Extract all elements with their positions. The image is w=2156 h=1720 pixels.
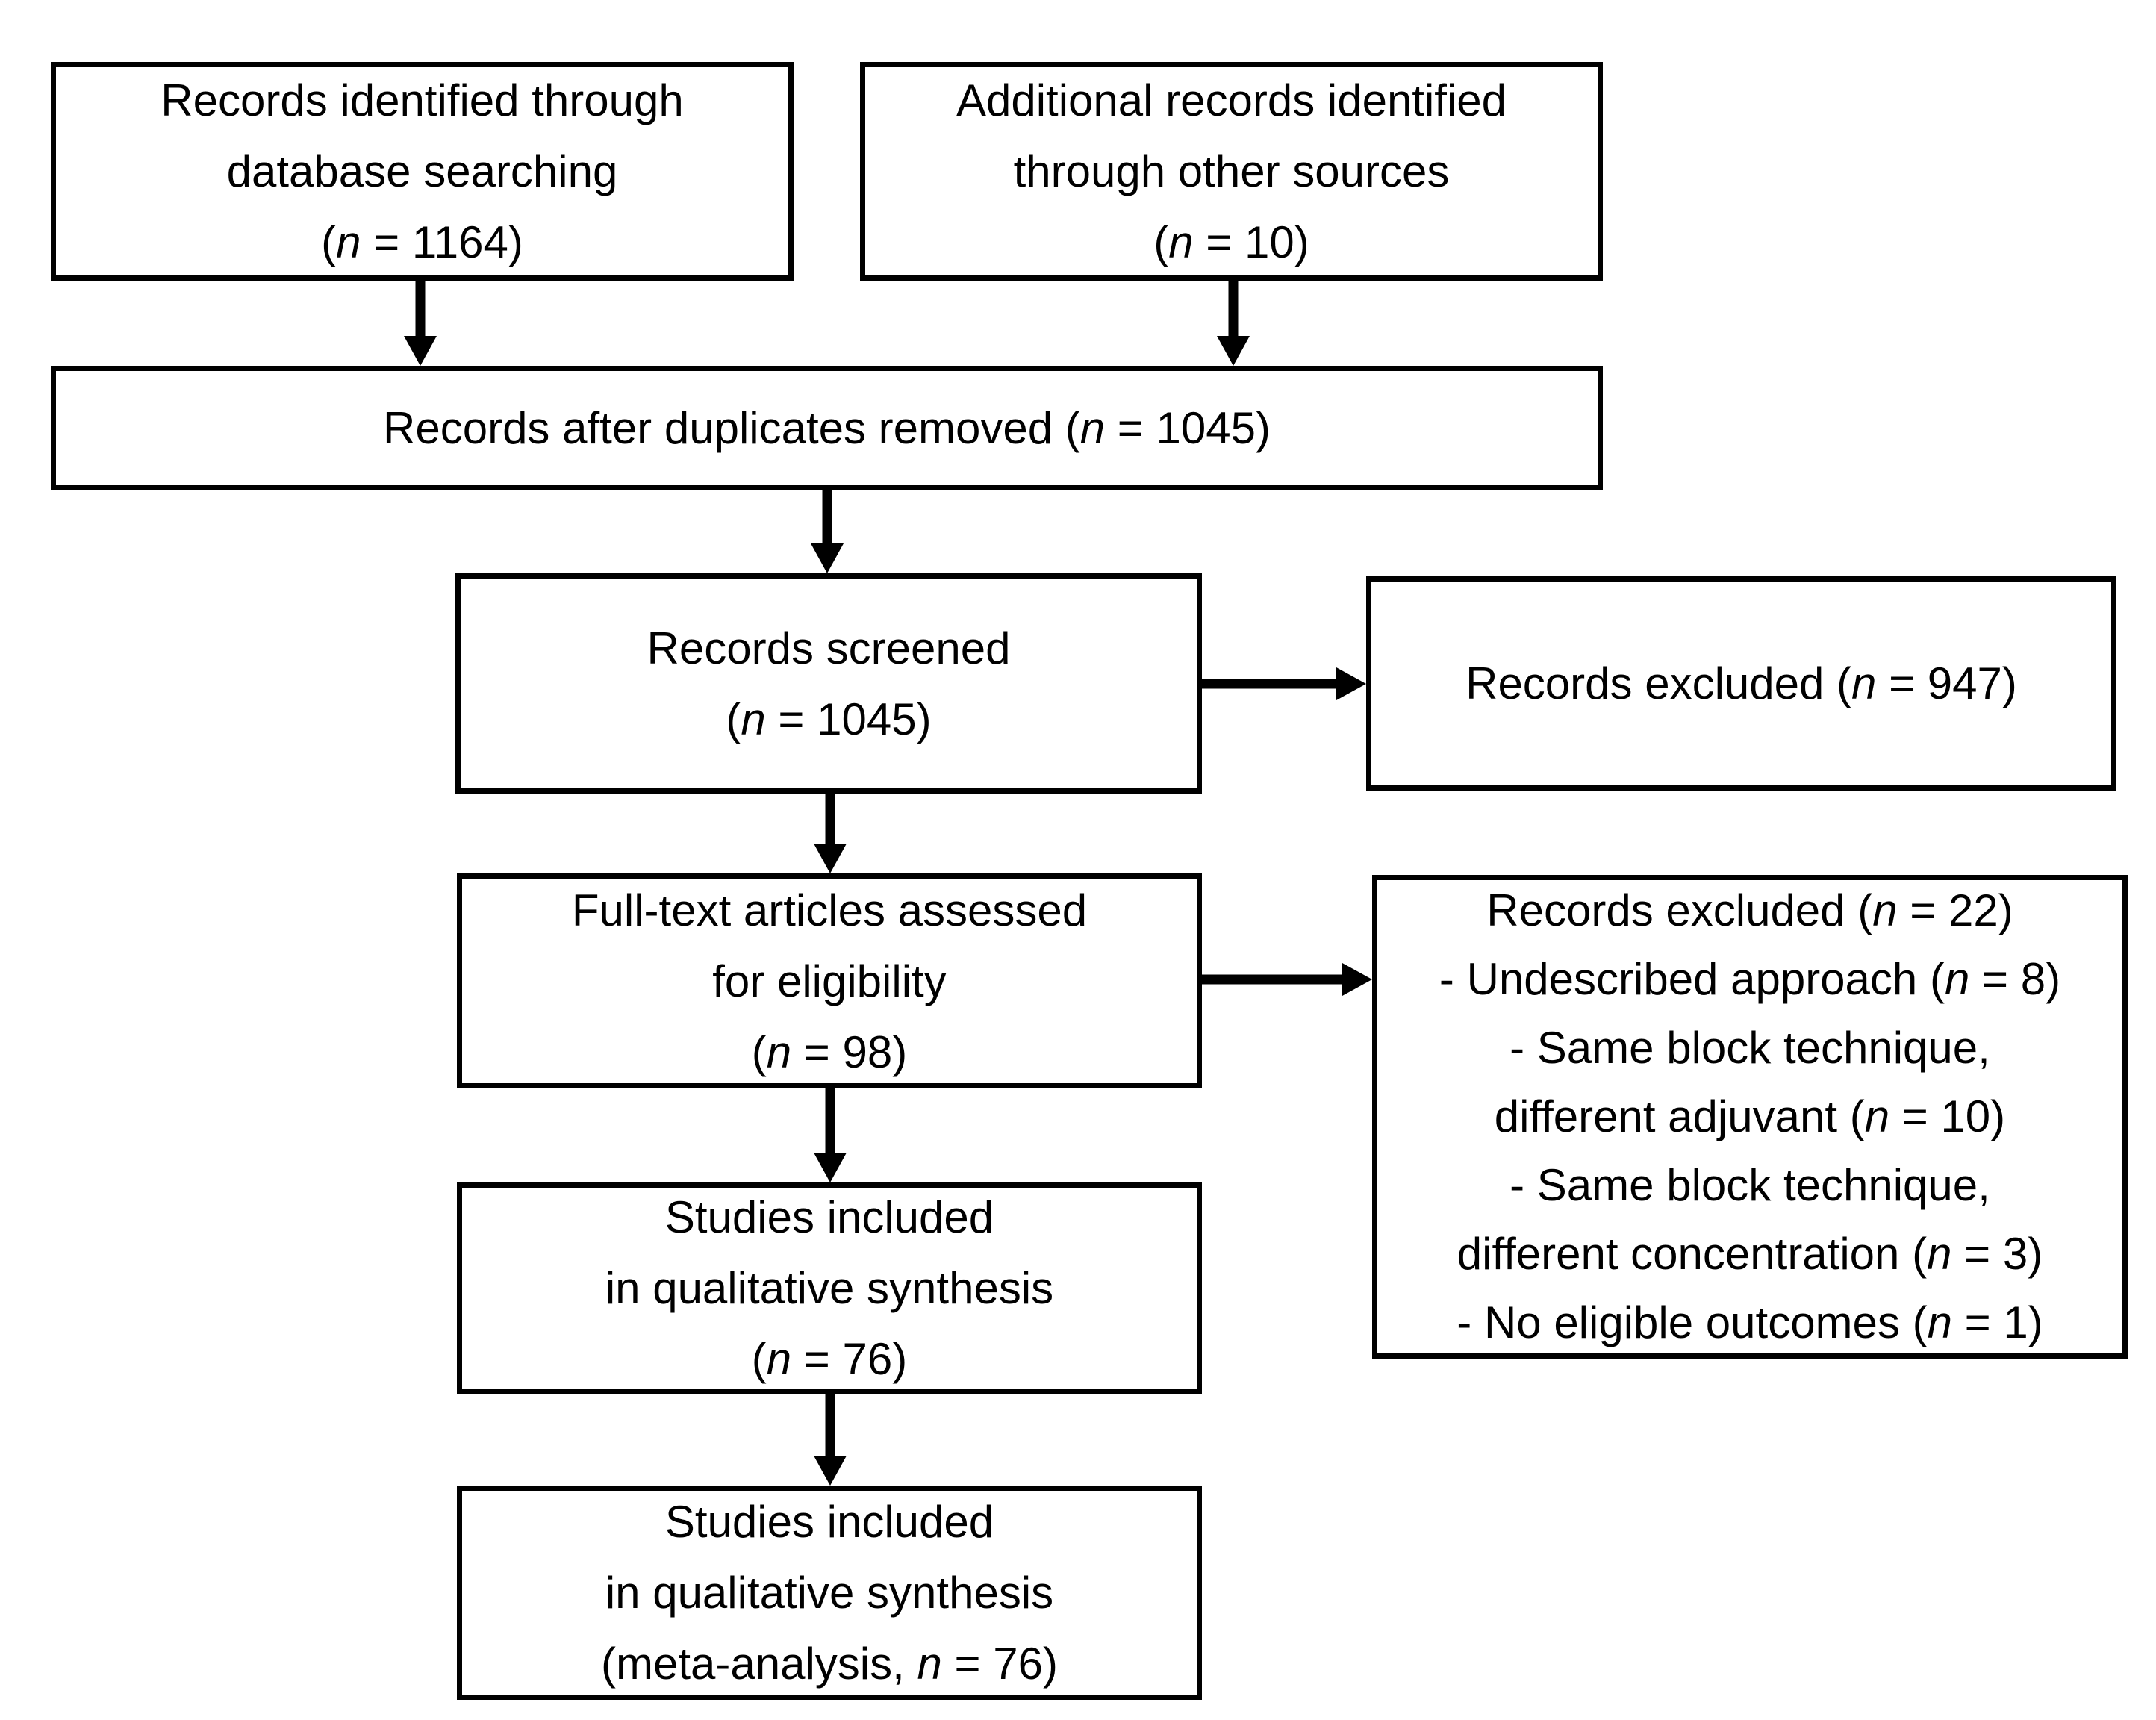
arrow-fulltext-to-excluded [1202, 963, 1372, 996]
arrow-identified-to-duplicates [404, 281, 437, 366]
arrow-screened-to-fulltext [814, 794, 847, 873]
box-records-screened-text: Records screened(n = 1045) [647, 623, 1011, 744]
box-fulltext-excluded-text: Records excluded (n = 22)- Undescribed a… [1439, 885, 2061, 1347]
arrow-screened-to-excluded [1202, 667, 1366, 700]
box-records-screened: Records screened(n = 1045) [455, 573, 1202, 794]
box-records-excluded: Records excluded (n = 947) [1366, 576, 2116, 791]
arrow-additional-to-duplicates [1217, 281, 1250, 366]
box-records-after-duplicates-removed: Records after duplicates removed (n = 10… [51, 366, 1603, 490]
box-records-excluded-text: Records excluded (n = 947) [1465, 658, 2017, 708]
box-duplicates-removed-text: Records after duplicates removed (n = 10… [383, 403, 1271, 453]
box-fulltext-records-excluded-reasons: Records excluded (n = 22)- Undescribed a… [1372, 875, 2128, 1359]
arrow-qualitative-to-meta [814, 1394, 847, 1486]
arrow-fulltext-to-qualitative [814, 1088, 847, 1182]
arrow-duplicates-to-screened [811, 490, 844, 573]
